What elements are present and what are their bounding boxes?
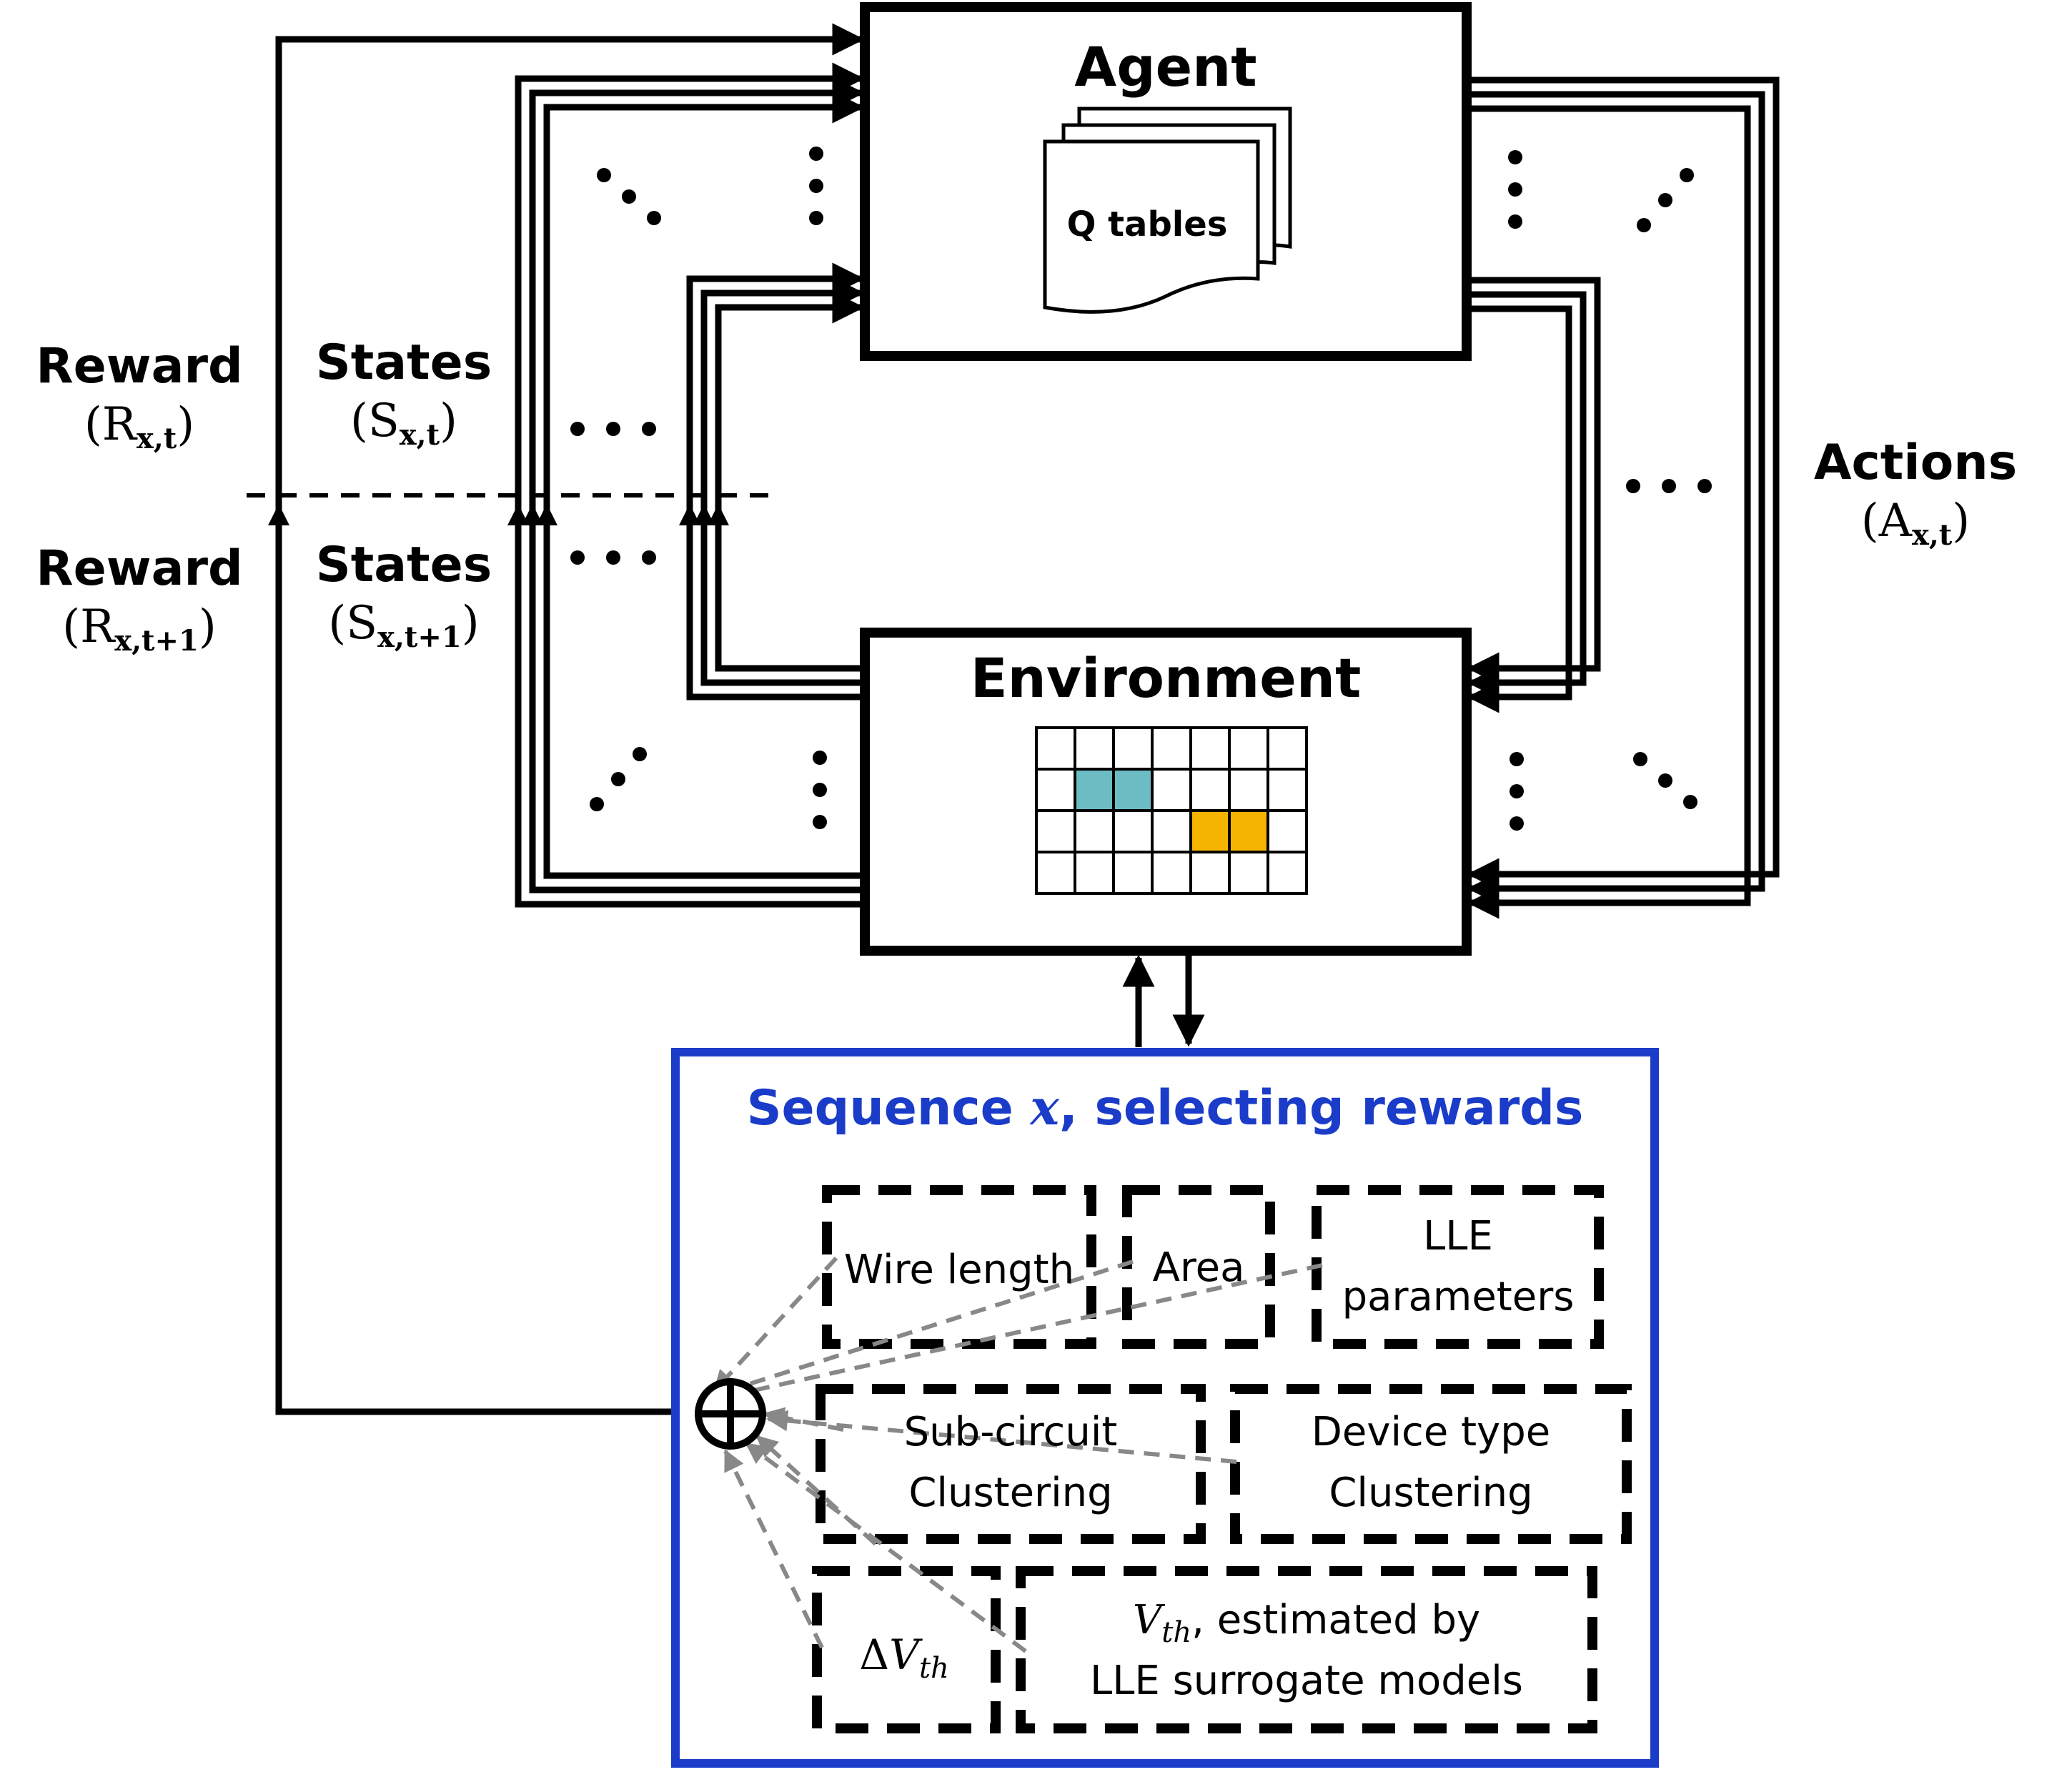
actions-word: Actions	[1814, 435, 2017, 491]
grid-cell	[1228, 851, 1269, 895]
environment-box: Environment	[860, 628, 1472, 956]
wire-length-label: Wire length	[844, 1247, 1074, 1293]
grid-cell	[1189, 726, 1231, 771]
q-tables-label: Q tables	[1067, 204, 1228, 244]
subcircuit-line1: Sub-circuit	[904, 1409, 1118, 1455]
sum-icon	[695, 1378, 766, 1450]
vth-surrogate-box	[1016, 1566, 1597, 1733]
env-reward-arrows	[1122, 954, 1205, 1047]
grid-cell	[1267, 809, 1308, 853]
subcircuit-line2: Clustering	[908, 1470, 1112, 1516]
grid-cell	[1189, 851, 1231, 895]
states-up-arrowheads	[507, 504, 729, 525]
area-box	[1122, 1185, 1275, 1349]
device-line1: Device type	[1312, 1409, 1550, 1455]
actions-inner-arrows	[1467, 277, 1601, 713]
states-t-symbol: (Sx,t)	[350, 395, 457, 452]
grid-cell	[1228, 809, 1269, 853]
grid-cell	[1035, 851, 1076, 895]
grid-cell	[1189, 768, 1231, 812]
environment-grid	[1035, 726, 1308, 895]
grid-cell	[1074, 768, 1115, 812]
delta-vth-label: ΔVth	[859, 1630, 949, 1685]
agent-box: Agent Q tables	[860, 2, 1472, 361]
area-label: Area	[1153, 1244, 1245, 1291]
actions-outer-arrows	[1467, 76, 1780, 919]
reward-selection-box: Sequence x, selecting rewards	[671, 1048, 1659, 1768]
reward-up-arrowhead	[268, 504, 289, 525]
delta-vth-box	[812, 1566, 1001, 1733]
lle-line2: parameters	[1342, 1274, 1575, 1320]
grid-cell	[1074, 726, 1115, 771]
reward-t-word: Reward	[36, 338, 242, 395]
grid-cell	[1151, 768, 1192, 812]
reward-t1-symbol: (Rx,t+1)	[62, 600, 217, 658]
grid-cell	[1112, 809, 1154, 853]
reward-t-symbol: (Rx,t)	[84, 398, 194, 455]
actions-symbol: (Ax,t)	[1861, 495, 1970, 552]
environment-title: Environment	[971, 646, 1362, 710]
grid-cell	[1267, 851, 1308, 895]
grid-cell	[1151, 726, 1192, 771]
reward-t1-word: Reward	[36, 540, 242, 597]
ellipsis-dots	[570, 147, 1712, 831]
device-type-clustering-box	[1230, 1384, 1632, 1544]
grid-cell	[1112, 851, 1154, 895]
grid-cell	[1267, 726, 1308, 771]
reward-t-label: Reward (Rx,t)	[36, 338, 242, 455]
grid-cell	[1112, 726, 1154, 771]
grid-cell	[1035, 726, 1076, 771]
q-tables-icon	[1043, 107, 1292, 314]
reward-box-title: Sequence x, selecting rewards	[747, 1079, 1584, 1137]
states-outer-arrows	[515, 62, 865, 908]
states-t1-label: States (Sx,t+1)	[316, 537, 492, 654]
states-t-label: States (Sx,t)	[316, 335, 492, 452]
wire-length-box	[822, 1185, 1096, 1349]
grid-cell	[1189, 809, 1231, 853]
states-t1-symbol: (Sx,t+1)	[328, 597, 479, 654]
states-t-word: States	[316, 335, 492, 391]
grid-cell	[1074, 851, 1115, 895]
agent-title: Agent	[1074, 35, 1256, 99]
grid-cell	[1074, 809, 1115, 853]
device-line2: Clustering	[1329, 1470, 1532, 1516]
vth-line1: Vth, estimated by	[1133, 1597, 1480, 1649]
subcircuit-clustering-box	[816, 1384, 1206, 1544]
grid-cell	[1035, 809, 1076, 853]
reward-connectors	[713, 1256, 1323, 1653]
reward-t1-label: Reward (Rx,t+1)	[36, 540, 242, 658]
states-t1-word: States	[316, 537, 492, 593]
lle-line1: LLE	[1423, 1213, 1493, 1259]
states-inner-arrows	[686, 262, 865, 701]
grid-cell	[1112, 768, 1154, 812]
grid-cell	[1151, 809, 1192, 853]
grid-cell	[1228, 726, 1269, 771]
actions-label: Actions (Ax,t)	[1814, 435, 2017, 552]
grid-cell	[1035, 768, 1076, 812]
grid-cell	[1228, 768, 1269, 812]
grid-cell	[1151, 851, 1192, 895]
vth-line2: LLE surrogate models	[1090, 1658, 1523, 1704]
grid-cell	[1267, 768, 1308, 812]
reward-arrow	[275, 23, 865, 1415]
